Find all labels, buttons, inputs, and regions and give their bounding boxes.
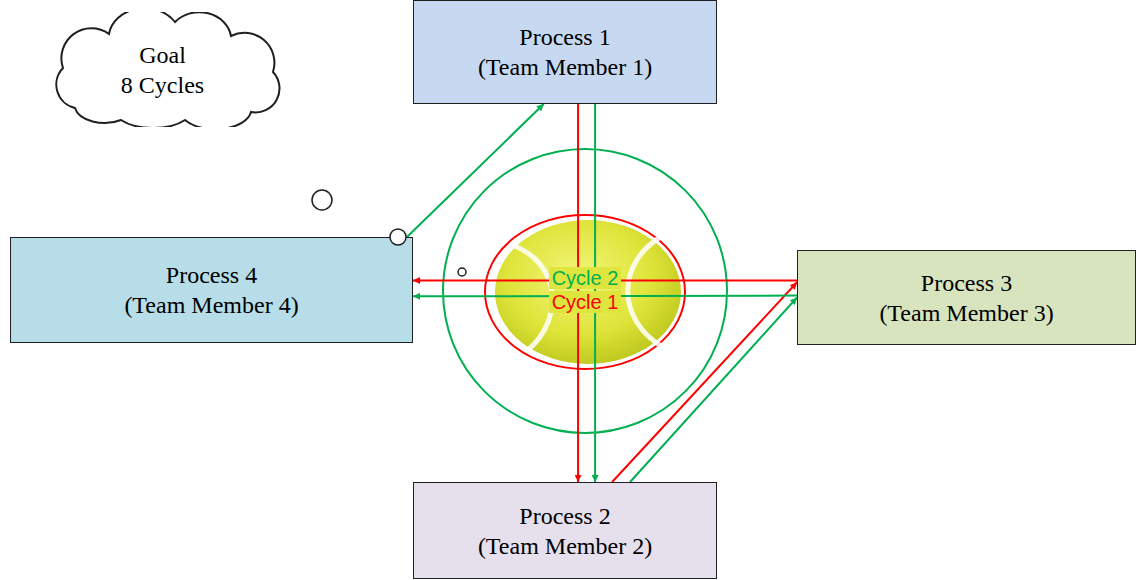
team-member: (Team Member 4): [124, 290, 298, 320]
process-title: Process 1: [519, 22, 610, 52]
thought-bubble: [458, 268, 466, 276]
goal-text: Goal: [139, 40, 186, 70]
process-title: Process 3: [921, 268, 1012, 298]
process-box: Process 3(Team Member 3): [797, 250, 1136, 345]
flow-arrow: [630, 298, 797, 483]
process-title: Process 2: [519, 501, 610, 531]
process-box: Process 2(Team Member 2): [413, 482, 717, 579]
thought-bubble: [390, 229, 406, 245]
cycle-ring: [443, 149, 727, 433]
cycle-label: Cycle 2: [549, 267, 622, 289]
tennis-ball: [495, 220, 681, 364]
process-title: Process 4: [166, 260, 257, 290]
ball-seam: [628, 236, 664, 348]
cycle-label: Cycle 1: [549, 291, 622, 313]
ball-seam: [512, 245, 552, 350]
flow-arrow: [407, 104, 544, 237]
thought-bubble: [312, 190, 332, 210]
team-member: (Team Member 3): [879, 298, 1053, 328]
process-box: Process 4(Team Member 4): [10, 237, 413, 343]
process-box: Process 1(Team Member 1): [413, 0, 717, 104]
goal-cloud: Goal8 Cycles: [35, 12, 290, 127]
cycle-ring: [485, 215, 685, 369]
cloud-outline: [35, 12, 290, 127]
flow-arrow: [612, 282, 797, 482]
goal-text: 8 Cycles: [121, 70, 204, 100]
team-member: (Team Member 2): [478, 531, 652, 561]
team-member: (Team Member 1): [478, 52, 652, 82]
